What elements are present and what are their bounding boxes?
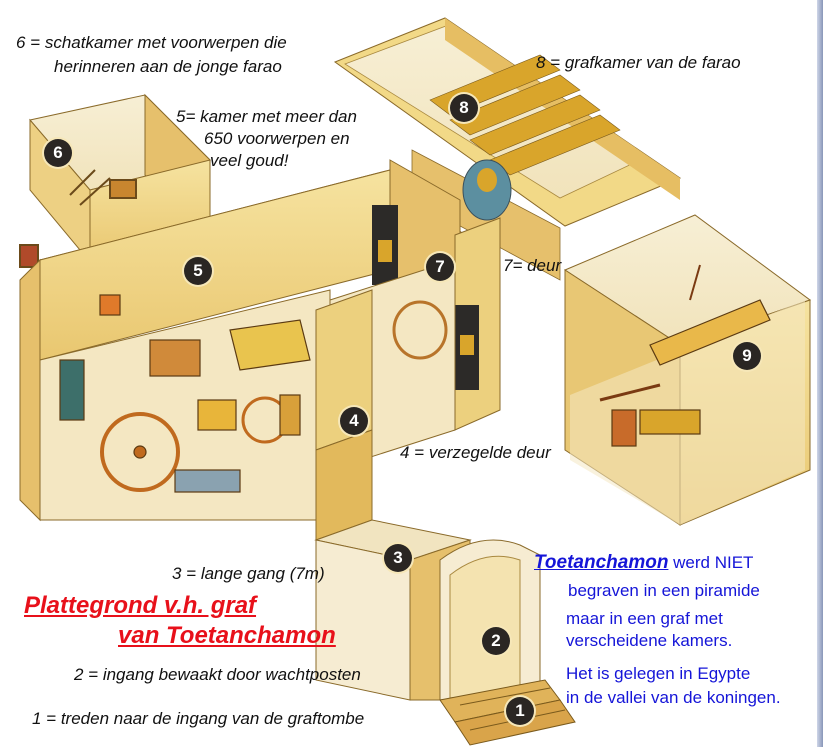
marker-9: 9 — [733, 342, 761, 370]
label-3: 3 = lange gang (7m) — [172, 564, 325, 583]
label-1: 1 = treden naar de ingang van de graftom… — [32, 709, 365, 728]
window-border — [817, 0, 823, 747]
label-4: 4 = verzegelde deur — [400, 443, 551, 462]
label-6-line1: 6 = schatkamer met voorwerpen die — [16, 33, 287, 52]
title-line2: van Toetanchamon — [118, 622, 336, 649]
room-5-antechamber — [19, 169, 472, 522]
info-name: Toetanchamon — [534, 552, 669, 573]
info-line5: Het is gelegen in Egypte — [566, 664, 751, 683]
marker-5: 5 — [184, 257, 212, 285]
marker-6: 6 — [44, 139, 72, 167]
info-line3: maar in een graf met — [566, 609, 723, 628]
label-6-line2: herinneren aan de jonge farao — [54, 57, 282, 76]
marker-7: 7 — [426, 253, 454, 281]
label-5-line1: 5= kamer met meer dan — [176, 107, 357, 126]
info-line6: in de vallei van de koningen. — [566, 688, 781, 707]
label-7: 7= deur — [503, 256, 562, 275]
marker-3: 3 — [384, 544, 412, 572]
label-5-line2: 650 voorwerpen en — [204, 129, 350, 148]
info-line1: Toetanchamon werd NIET — [534, 552, 753, 574]
info-line4: verscheidene kamers. — [566, 631, 733, 650]
info-line1-rest: werd NIET — [668, 553, 754, 572]
marker-2: 2 — [482, 627, 510, 655]
room-8-burial-chamber — [333, 17, 682, 281]
info-line2: begraven in een piramide — [568, 581, 760, 600]
label-5-line3: veel goud! — [210, 151, 289, 170]
marker-4: 4 — [340, 407, 368, 435]
room-2-entrance — [439, 539, 541, 701]
label-8: 8 = grafkamer van de farao — [536, 53, 741, 72]
label-2: 2 = ingang bewaakt door wachtposten — [74, 665, 361, 684]
marker-1: 1 — [506, 697, 534, 725]
marker-8: 8 — [450, 94, 478, 122]
title-line1: Plattegrond v.h. graf — [24, 592, 257, 619]
room-9-annex — [563, 214, 812, 526]
